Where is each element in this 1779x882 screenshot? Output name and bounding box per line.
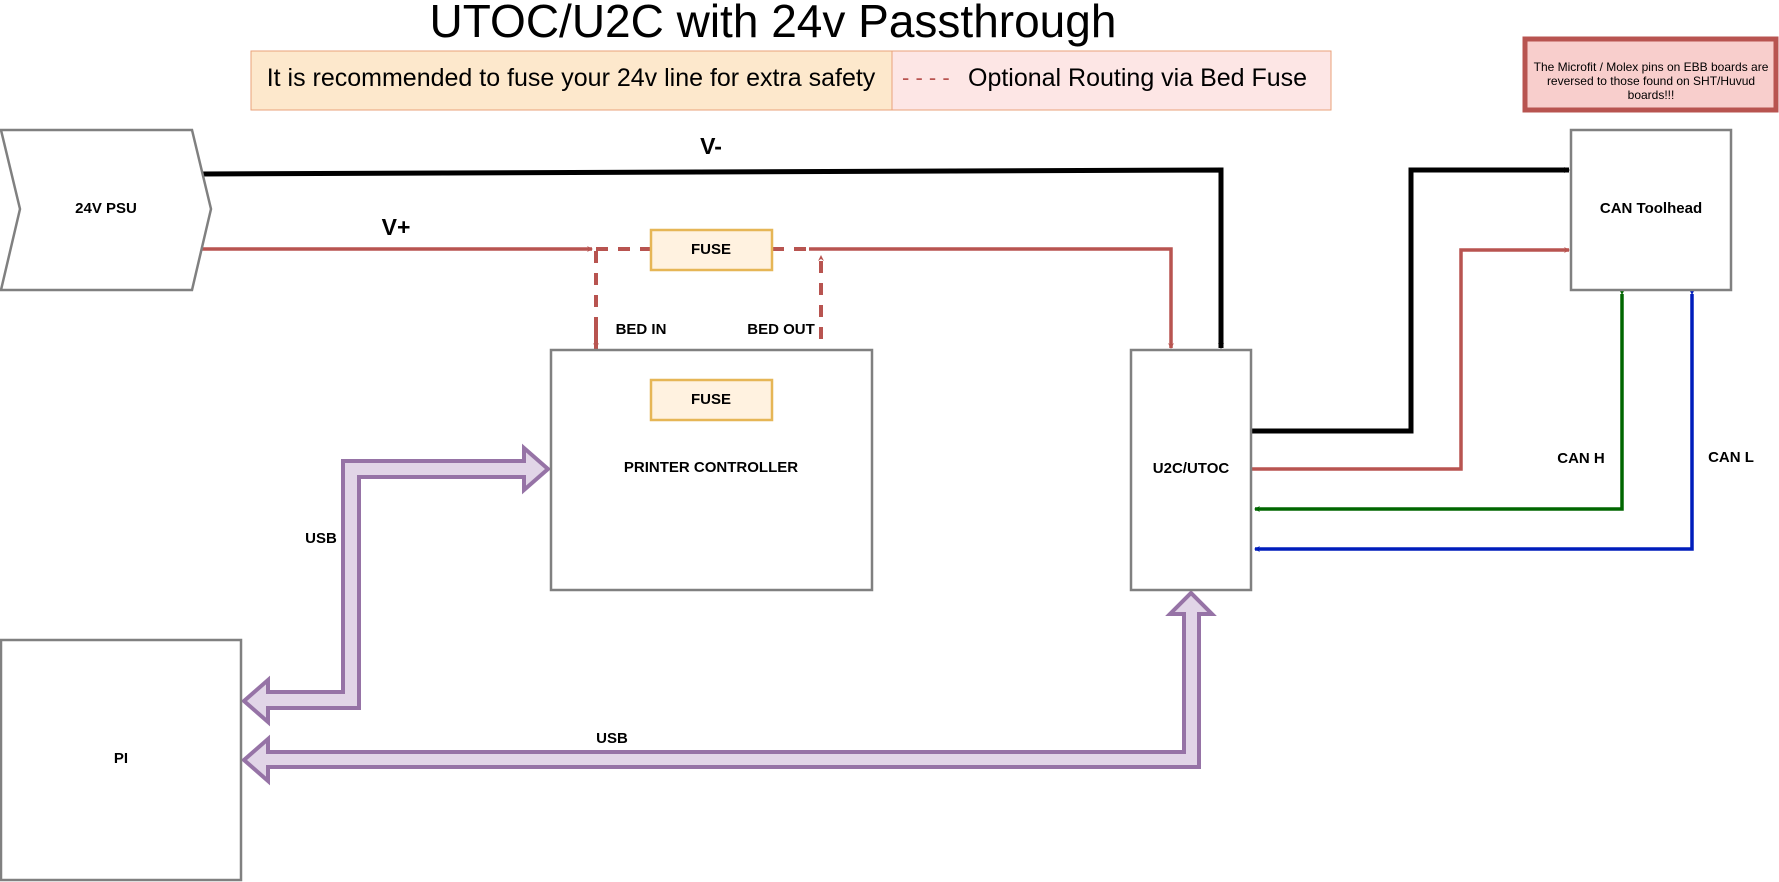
edge-labels: V- V+ BED IN BED OUT USB USB CAN H CAN L [305, 133, 1754, 747]
warning-line-2: reversed to those found on SHT/Huvud [1547, 74, 1755, 88]
v-minus-wire [200, 167, 1224, 349]
legend-recommendation-box [250, 50, 893, 111]
usb-pi-u2c-link [240, 590, 1217, 786]
bed-in-label: BED IN [616, 321, 667, 338]
diagram-title: UTOC/U2C with 24v Passthrough [430, 0, 1117, 47]
components: 24V PSU PRINTER CONTROLLER PI U2C/UTOC C… [0, 128, 1733, 882]
wires [200, 167, 1695, 552]
warning-note: The Microfit / Molex pins on EBB boards … [1522, 36, 1779, 113]
v-plus-label: V+ [382, 214, 411, 240]
v-plus-wire-to-u2c [809, 247, 1174, 349]
warning-line-1: The Microfit / Molex pins on EBB boards … [1534, 60, 1769, 74]
fuse-bottom-node [649, 378, 774, 422]
fuse-top-label: FUSE [691, 241, 731, 258]
legend-dash-sample: - - - - [902, 65, 950, 90]
fuse-bottom-label: FUSE [691, 391, 731, 408]
v-minus-label: V- [700, 133, 722, 159]
v-minus-toolhead-wire [1252, 167, 1570, 434]
bed-out-label: BED OUT [747, 321, 815, 338]
can-toolhead-label: CAN Toolhead [1600, 200, 1702, 217]
can-h-wire [1254, 289, 1625, 512]
u2c-label: U2C/UTOC [1153, 460, 1230, 477]
can-l-wire [1254, 289, 1695, 552]
usb-pi-controller-link [240, 443, 552, 727]
can-h-label: CAN H [1557, 450, 1605, 467]
u2c-node [1129, 348, 1253, 592]
psu-label: 24V PSU [75, 200, 137, 217]
psu-node [0, 128, 213, 292]
can-l-label: CAN L [1708, 449, 1754, 466]
usb-controller-label: USB [305, 530, 337, 547]
warning-box [1522, 36, 1779, 113]
warning-line-3: boards!!! [1628, 88, 1675, 102]
legend-recommendation-text: It is recommended to fuse your 24v line … [267, 64, 876, 92]
legend-optional-text: Optional Routing via Bed Fuse [968, 64, 1307, 92]
legend: It is recommended to fuse your 24v line … [250, 50, 1332, 111]
printer-controller-label: PRINTER CONTROLLER [624, 459, 798, 476]
usb-u2c-label: USB [596, 730, 628, 747]
pi-node [0, 638, 243, 882]
can-toolhead-node [1569, 128, 1733, 292]
legend-optional-box [891, 50, 1332, 111]
pi-label: PI [114, 750, 128, 767]
fuse-top-node [649, 228, 774, 272]
usb-links [240, 443, 1217, 786]
